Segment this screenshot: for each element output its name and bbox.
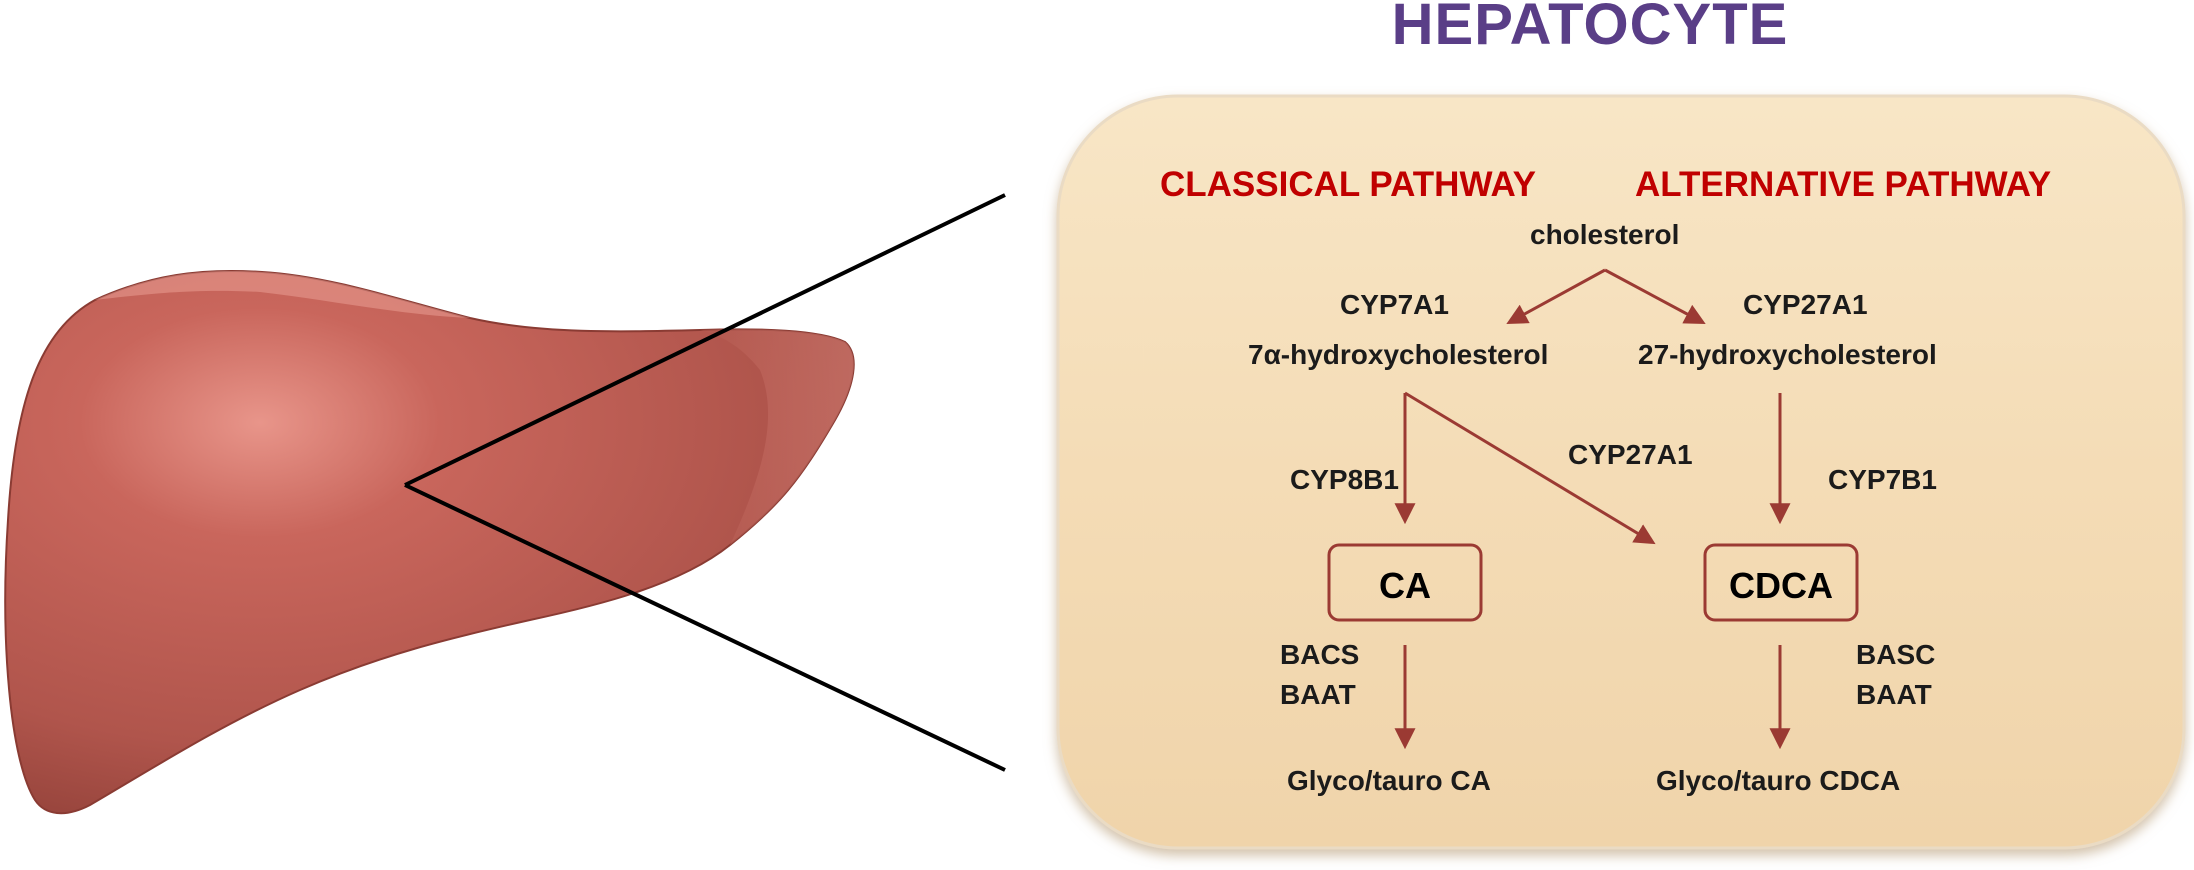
enzyme-baat-left: BAAT <box>1280 679 1356 710</box>
enzyme-baat-right: BAAT <box>1856 679 1932 710</box>
hepatocyte-panel <box>1056 94 2186 850</box>
arrow-cholesterol-to-7a <box>1506 268 1606 325</box>
zoom-line-top <box>404 193 1006 487</box>
enzyme-cyp7b1: CYP7B1 <box>1828 464 1937 495</box>
node-cdca: CDCA <box>1729 565 1833 606</box>
alternative-pathway-heading: ALTERNATIVE PATHWAY <box>1635 165 2052 204</box>
node-glyco-tauro-cdca: Glyco/tauro CDCA <box>1656 765 1901 796</box>
enzyme-cyp27a1-mid: CYP27A1 <box>1568 439 1693 470</box>
enzyme-basc: BASC <box>1856 639 1936 670</box>
node-27-hydroxycholesterol: 27-hydroxycholesterol <box>1638 339 1937 370</box>
enzyme-cyp8b1: CYP8B1 <box>1290 464 1399 495</box>
node-cholesterol: cholesterol <box>1530 219 1680 250</box>
page-title: HEPATOCYTE <box>1391 0 1789 57</box>
zoom-line-bottom <box>404 483 1006 772</box>
enzyme-cyp7a1: CYP7A1 <box>1340 289 1449 320</box>
arrow-7a-to-cdca <box>1404 391 1656 545</box>
node-ca: CA <box>1379 565 1431 606</box>
ca-box <box>1327 543 1483 622</box>
node-glyco-tauro-ca: Glyco/tauro CA <box>1287 765 1491 796</box>
arrow-cholesterol-to-27 <box>1604 268 1706 324</box>
cdca-box <box>1703 543 1859 622</box>
liver-icon <box>4 269 855 815</box>
node-7a-hydroxycholesterol: 7α-hydroxycholesterol <box>1248 339 1549 370</box>
classical-pathway-heading: CLASSICAL PATHWAY <box>1160 165 1536 204</box>
pathway-arrows <box>1394 268 1791 750</box>
enzyme-cyp27a1-top: CYP27A1 <box>1743 289 1868 320</box>
enzyme-bacs: BACS <box>1280 639 1360 670</box>
